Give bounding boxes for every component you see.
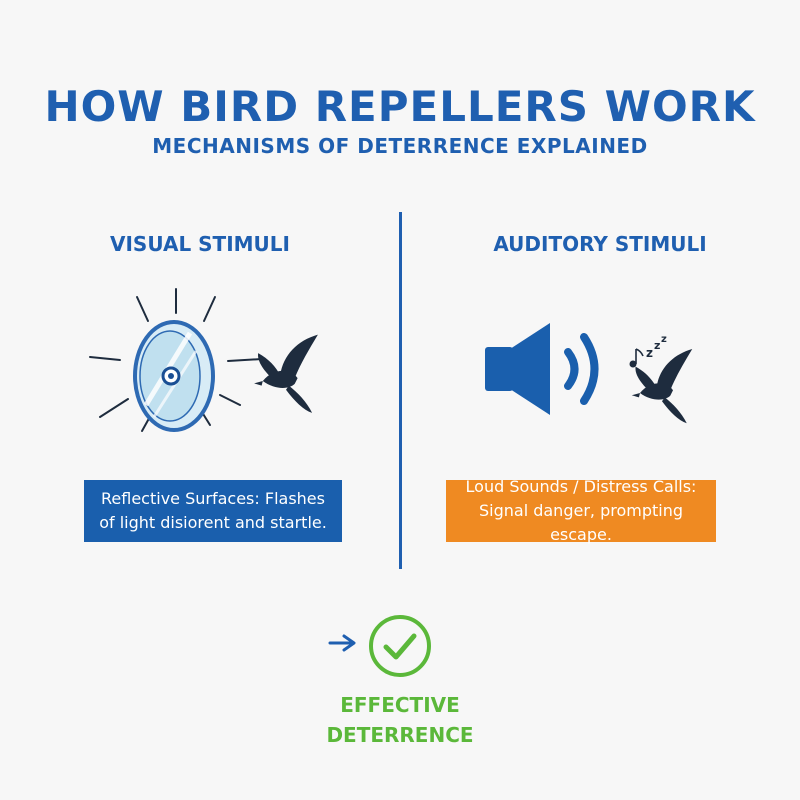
column-divider [399, 212, 402, 569]
result-line1: EFFECTIVE [340, 693, 460, 717]
auditory-illustration: z z z [485, 323, 693, 424]
bird-icon [631, 349, 693, 424]
effective-deterrence-label: EFFECTIVE DETERRENCE [0, 690, 800, 750]
reflective-disc-icon [133, 320, 215, 432]
visual-illustration [89, 288, 318, 432]
auditory-stimuli-heading: AUDITORY STIMULI [493, 232, 707, 256]
auditory-caption-line2: Signal danger, prompting escape. [478, 501, 683, 544]
page-subtitle: MECHANISMS OF DETERRENCE EXPLAINED [152, 134, 648, 158]
visual-stimuli-heading: VISUAL STIMULI [110, 232, 290, 256]
auditory-caption-line1: Loud Sounds / Distress Calls: [465, 477, 697, 496]
music-note-icon: z z z [629, 334, 667, 368]
visual-caption: Reflective Surfaces: Flashes of light di… [84, 480, 342, 542]
result-line2: DETERRENCE [326, 723, 474, 747]
bird-icon [254, 334, 318, 413]
visual-caption-line1: Reflective Surfaces: Flashes [101, 489, 325, 508]
page-title: HOW BIRD REPELLERS WORK [44, 82, 756, 131]
speaker-icon [485, 323, 550, 415]
svg-text:z: z [661, 334, 667, 345]
auditory-caption: Loud Sounds / Distress Calls: Signal dan… [446, 477, 716, 544]
svg-text:z: z [654, 339, 660, 352]
light-rays-icon [89, 288, 263, 432]
checkmark-circle-icon [369, 615, 431, 677]
sound-waves-icon [564, 333, 599, 405]
svg-text:z: z [646, 346, 653, 360]
visual-caption-line2: of light disiorent and startle. [99, 513, 327, 532]
arrow-right-icon [328, 634, 356, 652]
